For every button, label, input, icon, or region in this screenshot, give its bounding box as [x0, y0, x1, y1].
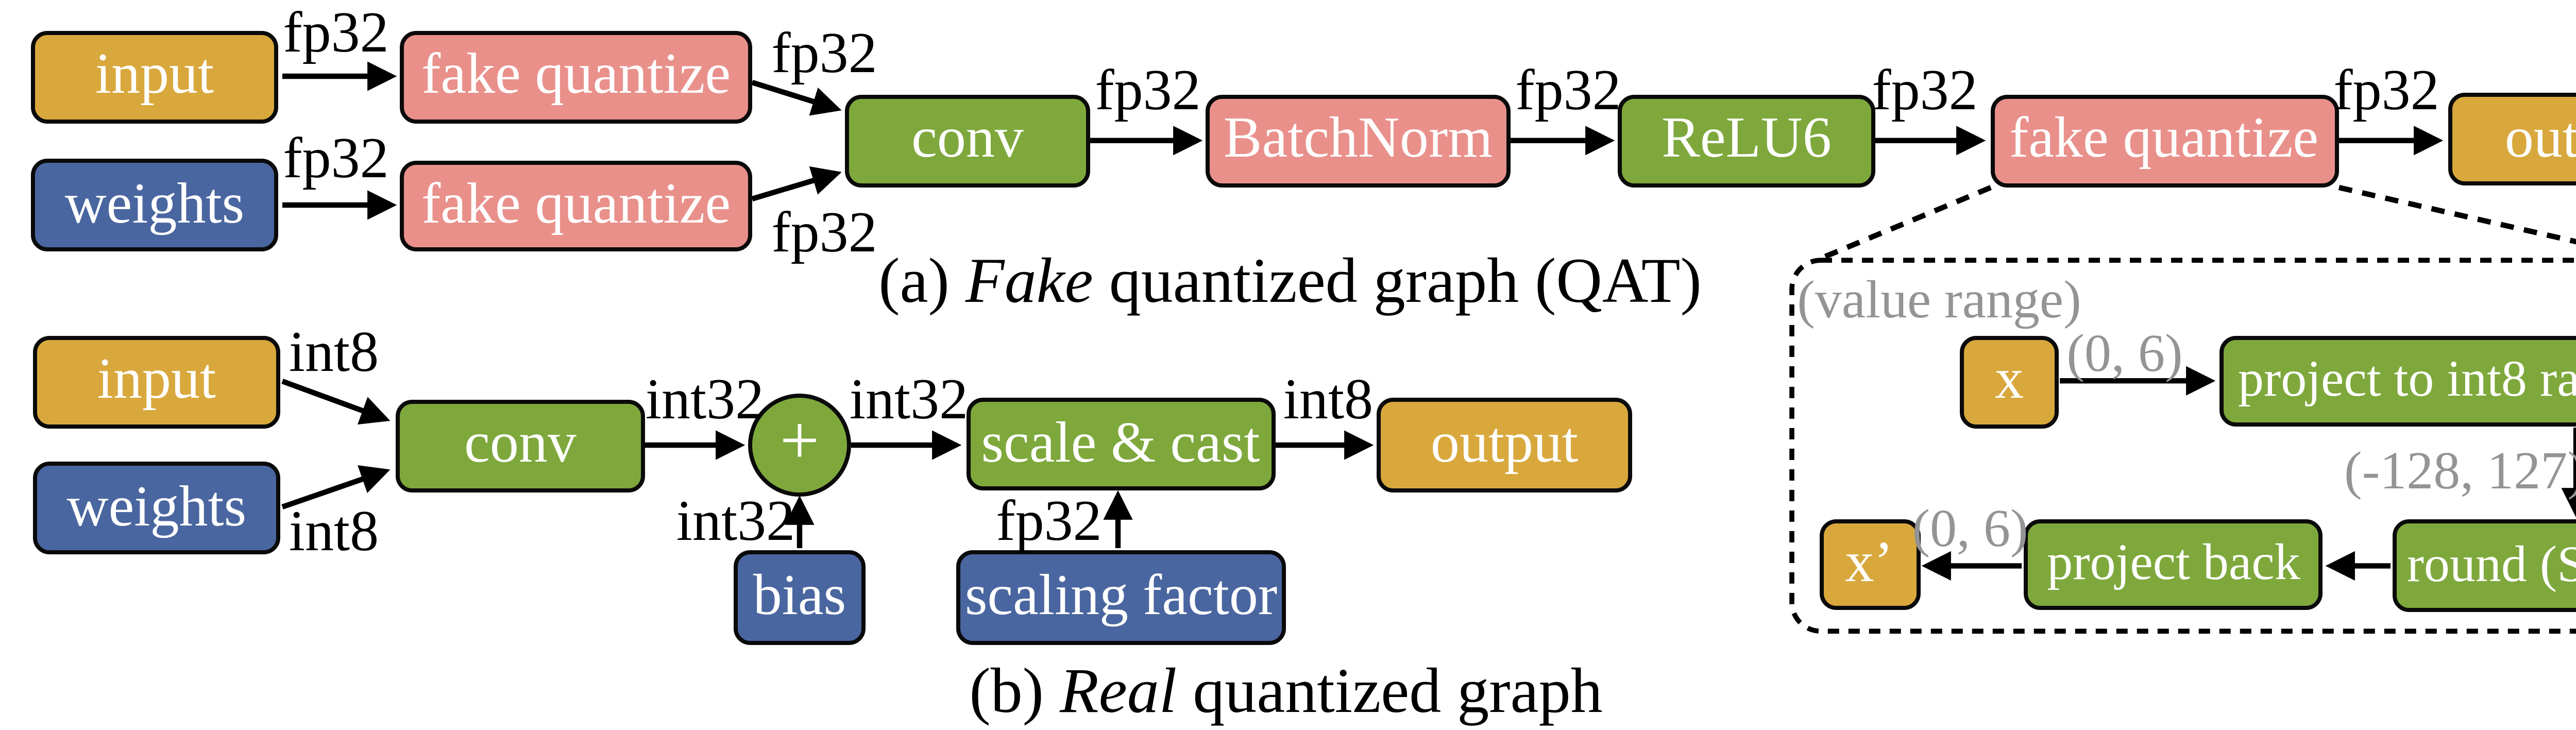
edge-label-fp32-fq1-conv: fp32 — [771, 23, 877, 87]
node-fake-quantize-3: fake quantize — [1990, 95, 2338, 186]
node-x-prime: x’ — [1819, 519, 1920, 610]
node-batchnorm: BatchNorm — [1206, 95, 1511, 186]
node-weights-a: weights — [31, 159, 278, 251]
edge-label-fp32-fq-output: fp32 — [2333, 60, 2439, 124]
arrow-weights-conv — [281, 465, 391, 510]
range-label-minus128-127: (-128, 127) — [2344, 441, 2576, 501]
edge-label-fp32-fq2-conv: fp32 — [771, 202, 877, 266]
edge-label-int32-add: int32 — [849, 369, 969, 433]
node-project-back: project back — [2024, 519, 2323, 609]
edge-label-int8-input: int8 — [289, 321, 379, 385]
range-label-0-6-bottom: (0, 6) — [1912, 499, 2028, 558]
edge-label-fp32-bn-relu: fp32 — [1515, 60, 1621, 124]
node-project-to-int8-range: project to int8 range — [2218, 335, 2576, 427]
edge-label-fp32-conv-bn: fp32 — [1095, 60, 1201, 124]
edge-label-fp32-scaling-factor: fp32 — [996, 490, 1102, 554]
node-scaling-factor: scaling factor — [956, 550, 1286, 645]
node-conv-b: conv — [396, 399, 645, 493]
node-scale-cast: scale & cast — [965, 398, 1276, 490]
caption-a: (a) Fake quantized graph (QAT) — [878, 248, 1702, 312]
caption-a-prefix: (a) — [878, 244, 965, 316]
node-bias: bias — [734, 550, 866, 645]
edge-label-fp32-weights: fp32 — [283, 128, 389, 192]
node-conv-a: conv — [845, 95, 1090, 186]
node-input-b: input — [33, 335, 280, 428]
caption-b-suffix: quantized graph — [1177, 654, 1603, 726]
arrow-fq1-conv — [751, 80, 842, 116]
node-add: + — [748, 394, 851, 497]
node-fake-quantize-1: fake quantize — [400, 31, 752, 123]
node-input-a: input — [31, 30, 278, 123]
node-fake-quantize-2: fake quantize — [400, 160, 752, 250]
inset-title-value-range: (value range) — [1797, 270, 2081, 330]
arrow-input-conv — [281, 379, 391, 425]
node-output-a: output — [2447, 93, 2576, 185]
range-label-0-6-top: (0, 6) — [2066, 324, 2183, 383]
edge-label-int32-conv: int32 — [645, 369, 765, 433]
node-weights-b: weights — [33, 462, 280, 554]
arrow-fq2-conv — [751, 166, 842, 201]
node-output-b: output — [1377, 398, 1632, 491]
edge-label-int8-output: int8 — [1283, 369, 1374, 433]
caption-b-emphasis: Real — [1060, 654, 1177, 726]
caption-a-suffix: quantized graph (QAT) — [1093, 244, 1702, 316]
node-x: x — [1960, 335, 2059, 428]
caption-b-prefix: (b) — [969, 654, 1060, 726]
edge-label-int8-weights: int8 — [289, 501, 379, 565]
caption-b: (b) Real quantized graph — [969, 658, 1602, 722]
edge-label-int32-bias: int32 — [676, 490, 795, 554]
caption-a-emphasis: Fake — [965, 244, 1093, 316]
node-relu6: ReLU6 — [1618, 95, 1875, 186]
zoom-connector-left — [1817, 185, 1992, 262]
inset-dashed-border — [1789, 258, 2576, 634]
zoom-connector-right — [2338, 184, 2576, 245]
edge-label-fp32-relu-fq: fp32 — [1872, 60, 1978, 124]
node-round-ste: round (STE) — [2392, 520, 2576, 612]
edge-label-fp32-input: fp32 — [283, 2, 389, 66]
